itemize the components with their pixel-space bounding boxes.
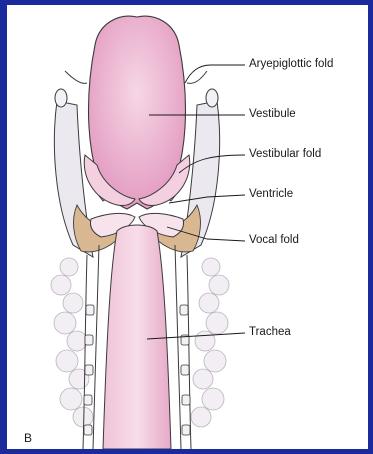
label-vestibular-fold: Vestibular fold	[249, 147, 321, 161]
label-aryepiglottic-fold: Aryepiglottic fold	[249, 57, 333, 71]
label-ventricle: Ventricle	[249, 187, 293, 201]
label-trachea: Trachea	[249, 325, 291, 339]
leader-aryepiglottic	[185, 65, 245, 83]
label-vocal-fold: Vocal fold	[249, 233, 299, 247]
label-vestibule: Vestibule	[249, 107, 296, 121]
trachea-lumen	[103, 225, 171, 449]
panel-letter: B	[24, 431, 32, 445]
larynx-illustration	[7, 5, 368, 449]
figure-frame: Aryepiglottic fold Vestibule Vestibular …	[7, 5, 368, 449]
